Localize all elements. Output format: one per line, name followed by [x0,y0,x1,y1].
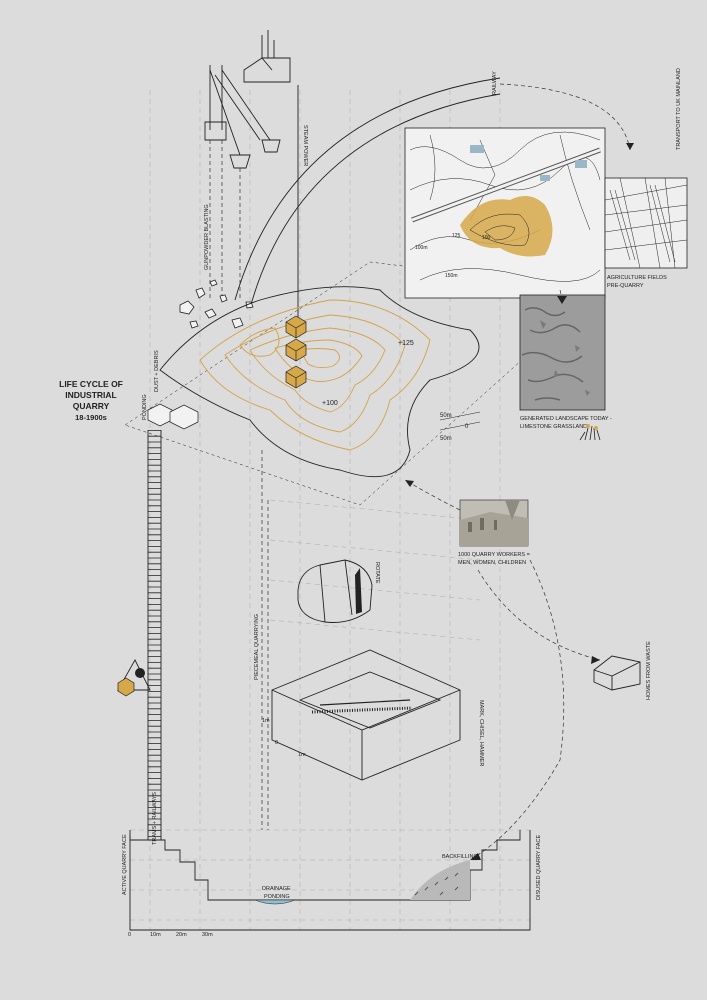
map-label-125: 125 [452,233,461,239]
generated-label-1: GENERATED LANDSCAPE TODAY - [520,416,612,422]
map-label-150m: 150m [445,273,458,279]
dust-debris-label: DUST + DEBRIS [154,350,160,392]
section-scale-20m: 20m [176,932,187,938]
active-face-label: ACTIVE QUARRY FACE [122,834,128,895]
title-line-3: QUARRY [73,401,110,411]
agriculture-fields: AGRICULTURE FIELDS PRE-QUARRY [605,178,687,289]
quarry-section: DRAINAGE PONDING BACKFILLING ACTIVE QUAR… [122,830,542,938]
railway-label: RAILWAY [492,71,498,95]
transport-label: TRANSPORT TO UK MAINLAND [676,68,682,150]
ponding-label: PONDING [264,894,290,900]
section-scale-0: 0 [128,932,131,938]
section-scale-10m: 10m [150,932,161,938]
spoil-blocks [148,404,198,429]
map-label-100: 100 [482,235,491,241]
block-scale-0: 0 [275,740,278,746]
mark-chisel-label: MARK, CHISEL, HAMMER [478,700,484,766]
section-scale-30m: 30m [202,932,213,938]
block-scale-1m-a: 1m [262,718,270,724]
title-line-2: INDUSTRIAL [65,390,116,400]
disused-face-label: DISUSED QUARRY FACE [536,834,542,900]
workers-label-1: 1000 QUARRY WORKERS = [458,552,530,558]
agriculture-label-1: AGRICULTURE FIELDS [607,275,667,281]
transport-arrow [626,143,634,150]
agriculture-label-2: PRE-QUARRY [607,283,644,289]
trams-label: TRAMS + RAILWAYS [152,792,158,845]
generated-label-2: LIMESTONE GRASSLAND [520,424,587,430]
scale-50m-b: 50m [440,436,452,442]
homes-label: HOMES FROM WASTE [646,641,652,700]
tram-cart [118,660,150,696]
steam-engine-house [244,30,298,330]
ponding-top-label: PONDING [142,394,148,420]
map-label-100m: 100m [415,245,428,251]
tramway: TRAMS + RAILWAYS [148,430,161,845]
workers-label-2: MEN, WOMEN, CHILDREN [458,560,526,566]
blast-debris [180,280,253,328]
drainage-label: DRAINAGE [262,886,291,892]
workers-photo: 1000 QUARRY WORKERS = MEN, WOMEN, CHILDR… [458,500,530,566]
gunpowder-label: GUNPOWDER BLASTING [204,204,210,270]
crane [205,65,280,300]
steam-power-label: STEAM POWER [302,125,308,166]
house: HOMES FROM WASTE [594,641,652,700]
rotate-label: ROTATE [374,562,380,584]
guide-lines [262,450,268,830]
cut-block: 1m 0 1m MARK, CHISEL, HAMMER [262,650,484,780]
limestone-landscape: GENERATED LANDSCAPE TODAY - LIMESTONE GR… [520,295,612,440]
backfilling-label: BACKFILLING [442,854,478,860]
boulder: ROTATE [298,560,380,623]
site-map: 125 100 100m 150m [405,128,605,298]
elevation-100: +100 [322,400,338,407]
stone-blocks [286,316,306,388]
title-line-1: LIFE CYCLE OF [59,379,123,389]
piecemeal-label: PIECEMEAL QUARRYING [254,614,260,680]
elevation-125: +125 [398,340,414,347]
title-block: LIFE CYCLE OF INDUSTRIAL QUARRY 18-1900s [59,379,123,422]
block-scale-1m-b: 1m [298,752,306,758]
title-line-4: 18-1900s [75,413,107,422]
